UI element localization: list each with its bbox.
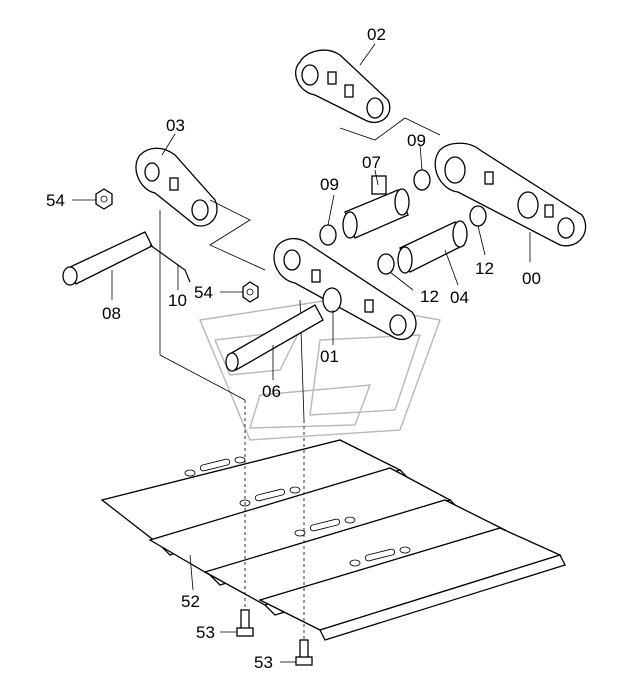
track-link-03 <box>135 147 218 227</box>
spring-pin-10 <box>149 244 191 283</box>
callout-52: 52 <box>181 592 200 611</box>
callout-54b: 54 <box>194 283 213 302</box>
track-link-02 <box>295 49 391 124</box>
track-link-00 <box>434 142 587 247</box>
callout-12a: 12 <box>475 259 494 278</box>
callout-53a: 53 <box>196 623 215 642</box>
callout-09b: 09 <box>407 131 426 150</box>
callout-02: 02 <box>367 25 386 44</box>
track-pin-06 <box>225 304 324 372</box>
callout-09a: 09 <box>320 175 339 194</box>
callout-00: 00 <box>522 269 541 288</box>
track-shoe-52 <box>100 439 566 641</box>
callout-04: 04 <box>450 288 469 307</box>
bushing-04 <box>397 220 468 274</box>
callout-10: 10 <box>168 291 187 310</box>
shoe-bolt-53b <box>295 420 313 666</box>
callout-06: 06 <box>262 382 281 401</box>
callout-08: 08 <box>102 304 121 323</box>
nut-54a <box>95 188 113 210</box>
callout-labels: 00 01 02 03 04 06 07 08 09 09 10 12 12 5… <box>46 25 541 672</box>
callout-01: 01 <box>320 347 339 366</box>
leader-lines <box>72 43 531 663</box>
bushing-07 <box>342 175 410 239</box>
nut-54b <box>242 281 259 303</box>
callout-03: 03 <box>166 116 185 135</box>
callout-12b: 12 <box>420 287 439 306</box>
track-pin-08 <box>62 231 153 286</box>
callout-07: 07 <box>362 153 381 172</box>
callout-54a: 54 <box>46 191 65 210</box>
callout-53b: 53 <box>254 653 273 672</box>
track-link-01 <box>273 237 417 341</box>
